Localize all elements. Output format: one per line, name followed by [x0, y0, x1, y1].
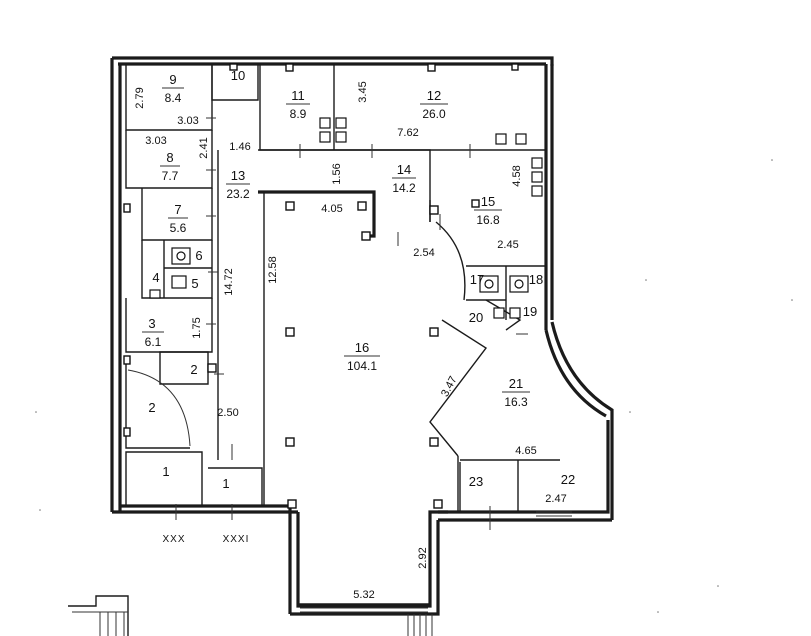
- room-num-19: 19: [523, 304, 537, 319]
- room-num-9: 9: [169, 72, 176, 87]
- room-area-9: 8.4: [165, 91, 182, 105]
- dim-2-92: 2.92: [417, 547, 429, 568]
- dim-4-05: 4.05: [321, 203, 342, 215]
- dim-2-45: 2.45: [497, 239, 518, 251]
- room-num-15: 15: [481, 194, 495, 209]
- room-area-12: 26.0: [422, 107, 446, 121]
- room-num-2-small: 2: [190, 362, 197, 377]
- room-num-4: 4: [152, 270, 159, 285]
- tick-marks: [175, 117, 528, 530]
- dim-2-47: 2.47: [545, 493, 566, 505]
- room-num-6: 6: [195, 248, 202, 263]
- room-num-21: 21: [509, 376, 523, 391]
- axis-label-xxxi: XXXI: [223, 534, 250, 545]
- inner-walls: [125, 64, 572, 517]
- room-area-11: 8.9: [290, 107, 307, 121]
- room-area-3: 6.1: [145, 335, 162, 349]
- room-num-12: 12: [427, 88, 441, 103]
- room-num-5: 5: [191, 276, 198, 291]
- room-area-8: 7.7: [162, 169, 179, 183]
- columns: [123, 63, 519, 509]
- room-num-18: 18: [529, 272, 543, 287]
- dim-4-65: 4.65: [515, 445, 536, 457]
- room-num-22: 22: [561, 472, 575, 487]
- room-num-2-large: 2: [148, 400, 155, 415]
- dim-3-03-b: 3.03: [145, 135, 166, 147]
- dim-2-50: 2.50: [217, 407, 238, 419]
- room-num-20: 20: [469, 310, 483, 325]
- room-num-8: 8: [166, 150, 173, 165]
- room-num-13: 13: [231, 168, 245, 183]
- dim-3-03-a: 3.03: [177, 115, 198, 127]
- room-area-14: 14.2: [392, 181, 416, 195]
- fixtures: [149, 117, 543, 319]
- room-area-16: 104.1: [347, 359, 377, 373]
- room-num-3: 3: [148, 316, 155, 331]
- dim-1-75: 1.75: [191, 317, 203, 338]
- scan-specks: [35, 159, 793, 613]
- balconies: [68, 595, 433, 636]
- room-num-10: 10: [231, 68, 245, 83]
- dim-2-41: 2.41: [198, 137, 210, 158]
- dim-7-62: 7.62: [397, 127, 418, 139]
- room-num-7: 7: [174, 202, 181, 217]
- dim-1-46: 1.46: [229, 141, 250, 153]
- room-num-1-right: 1: [222, 476, 229, 491]
- axis-markers: XXX XXXI: [162, 534, 250, 545]
- dim-2-54: 2.54: [413, 247, 434, 259]
- dim-3-45: 3.45: [357, 81, 369, 102]
- room-num-14: 14: [397, 162, 411, 177]
- dim-12-58: 12.58: [267, 256, 279, 284]
- outer-walls: [110, 56, 614, 616]
- dim-14-72: 14.72: [223, 268, 235, 296]
- dimension-labels: 2.79 3.03 3.03 2.41 1.46 3.45 7.62 1.56 …: [134, 81, 567, 601]
- dim-4-58: 4.58: [511, 165, 523, 186]
- room-area-7: 5.6: [170, 221, 187, 235]
- dim-2-79: 2.79: [134, 87, 146, 108]
- room-num-16: 16: [355, 340, 369, 355]
- room-area-13: 23.2: [226, 187, 250, 201]
- room-area-21: 16.3: [504, 395, 528, 409]
- dim-5-32: 5.32: [353, 589, 374, 601]
- room-num-17: 17: [470, 272, 484, 287]
- room-labels: 9 8.4 10 11 8.9 12 26.0 8 7.7 13 23.2 14…: [142, 68, 575, 491]
- room-num-23: 23: [469, 474, 483, 489]
- room-num-11: 11: [291, 88, 305, 103]
- axis-label-xxx: XXX: [162, 534, 185, 545]
- room-num-1-left: 1: [162, 464, 169, 479]
- dim-1-56: 1.56: [331, 163, 343, 184]
- room-area-15: 16.8: [476, 213, 500, 227]
